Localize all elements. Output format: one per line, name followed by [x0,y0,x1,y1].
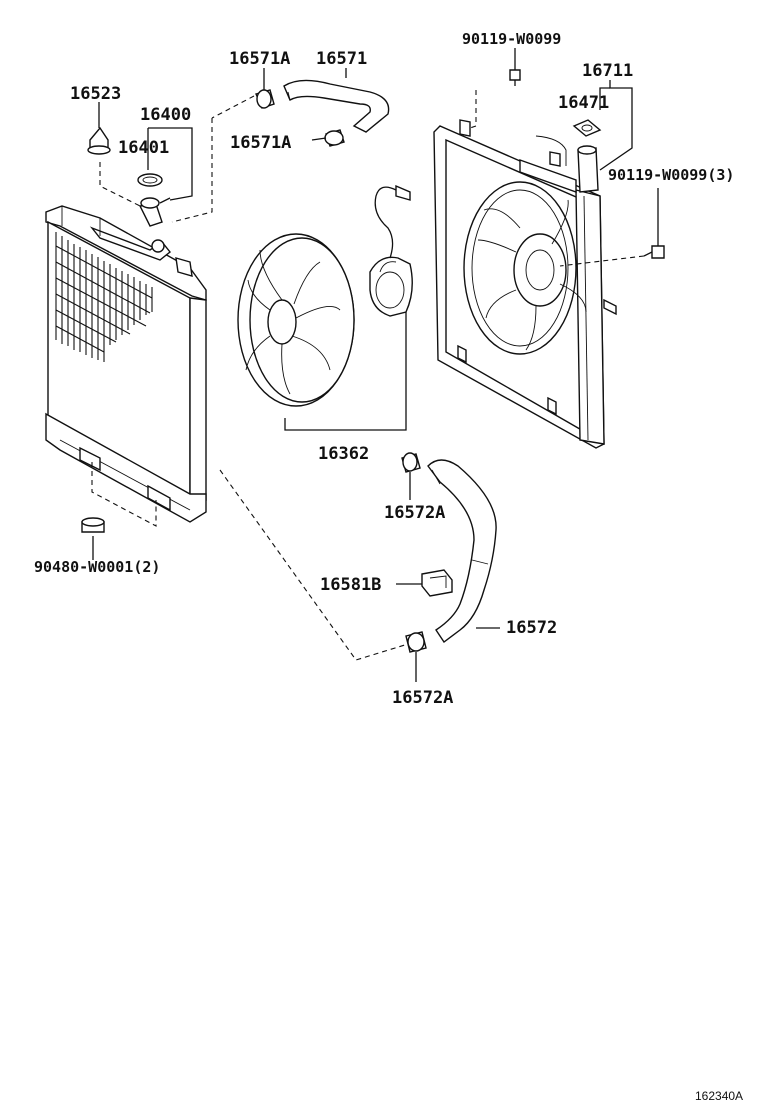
upper-radiator-hose-icon [283,79,390,133]
cooling-fan-blade-icon [237,233,355,407]
fan-shroud-icon [433,119,617,449]
label-16711[interactable]: 16711 [582,61,633,81]
gasket-ring-icon [137,173,163,187]
label-16572A-top[interactable]: 16572A [384,503,445,523]
label-16400[interactable]: 16400 [140,105,191,125]
label-16581B[interactable]: 16581B [320,575,381,595]
bolt-icon [643,245,665,259]
hose-band-clamp-icon [421,569,453,597]
label-16523[interactable]: 16523 [70,84,121,104]
label-90119-W0099-3[interactable]: 90119-W0099(3) [608,166,734,184]
reference-dashed-lines [91,90,645,661]
rubber-grommet-icon [81,517,105,533]
hose-clamp-icon [401,452,421,473]
hose-clamp-icon [405,631,427,653]
hose-clamp-icon [324,129,345,147]
label-16362[interactable]: 16362 [318,444,369,464]
drain-cock-icon [140,197,171,209]
label-16572A-bottom[interactable]: 16572A [392,688,453,708]
label-16572[interactable]: 16572 [506,618,557,638]
hose-clamp-icon [255,89,275,109]
figure-id: 162340A [695,1089,743,1103]
lower-radiator-hose-icon [427,459,497,644]
label-16571[interactable]: 16571 [316,49,367,69]
label-90119-W0099[interactable]: 90119-W0099 [462,30,561,48]
radiator-cap-icon [87,126,111,155]
label-16571A-bottom[interactable]: 16571A [230,133,291,153]
leader-lines [92,48,659,682]
bolt-icon [509,69,521,86]
label-90480-W0001-2[interactable]: 90480-W0001(2) [34,558,160,576]
radiator-assembly-icon [45,203,207,523]
reservoir-cap-icon [572,119,602,137]
fan-motor-icon [369,184,413,317]
radiator-core-fins [55,232,153,362]
label-16471[interactable]: 16471 [558,93,609,113]
label-16571A-top[interactable]: 16571A [229,49,290,69]
label-16401[interactable]: 16401 [118,138,169,158]
